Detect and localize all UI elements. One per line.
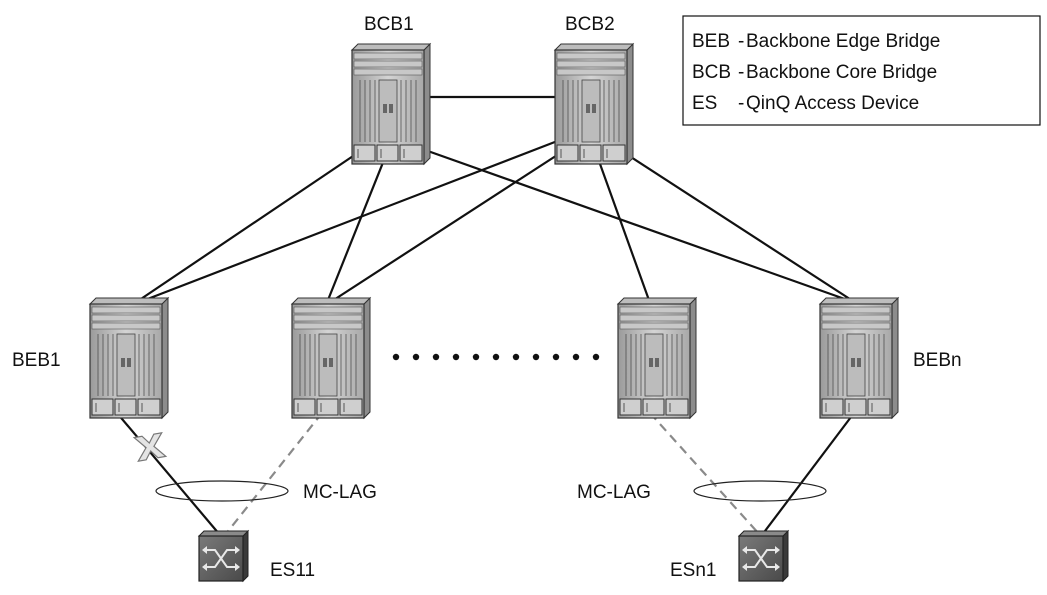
link-failure-icon [132,431,168,463]
link-bcb2-beb2 [325,149,566,306]
legend-item-beb: BEB - Backbone Edge Bridge [692,31,940,52]
bcb2-node[interactable]: BCB2 [554,14,634,165]
legend-sep: - [738,62,744,83]
switch-icon [738,530,789,582]
legend-desc: Backbone Edge Bridge [746,31,940,52]
links [116,95,857,536]
legend-item-es: ES - QinQ Access Device [692,93,919,114]
mc-lag-left-label: MC-LAG [303,482,377,503]
beb3-node[interactable] [617,297,697,419]
chassis-icon [554,43,634,165]
beb1-label: BEB1 [12,350,61,371]
legend-sep: - [738,31,744,52]
beb2-node[interactable] [291,297,371,419]
bcb1-node[interactable]: BCB1 [351,14,431,165]
legend-desc: Backbone Core Bridge [746,62,937,83]
mc-lag-right-label: MC-LAG [577,482,651,503]
link-bcb2-beb3 [593,149,652,304]
mc-lag-left-ellipse [155,480,289,502]
bebn-node[interactable]: BEBn [819,297,962,419]
legend-abbr: ES [692,93,717,114]
esn1-label: ESn1 [670,560,716,581]
chassis-icon [291,297,371,419]
link-bcb2-beb1 [131,138,561,307]
link-beb2-es11 [224,412,323,536]
link-bcb1-beb2 [324,149,390,306]
esn1-node[interactable]: ESn1 [670,530,789,582]
link-beb1-es11 [116,412,221,536]
switch-icon [198,530,249,582]
mc-lag-right-ellipse [693,480,827,502]
chassis-icon [89,297,169,419]
beb1-node[interactable]: BEB1 [12,297,169,419]
link-bcb1-bebn [424,148,857,305]
chassis-icon [819,297,899,419]
chassis-icon [617,297,697,419]
chassis-icon [351,43,431,165]
legend: BEB - Backbone Edge Bridge BCB - Backbon… [682,15,1041,126]
es11-node[interactable]: ES11 [198,530,315,582]
legend-sep: - [738,93,744,114]
bebn-label: BEBn [913,350,962,371]
bcb2-label: BCB2 [565,14,615,35]
link-beb3-esn1 [649,412,761,536]
link-bcb2-bebn [619,149,857,304]
link-bebn-esn1 [761,412,855,536]
bcb1-label: BCB1 [364,14,414,35]
more-nodes-ellipsis [392,353,600,361]
legend-desc: QinQ Access Device [746,93,919,114]
legend-item-bcb: BCB - Backbone Core Bridge [692,62,937,83]
legend-box [682,15,1041,126]
link-bcb1-beb1 [131,149,363,306]
legend-abbr: BEB [692,31,730,52]
legend-abbr: BCB [692,62,731,83]
es11-label: ES11 [270,560,315,581]
